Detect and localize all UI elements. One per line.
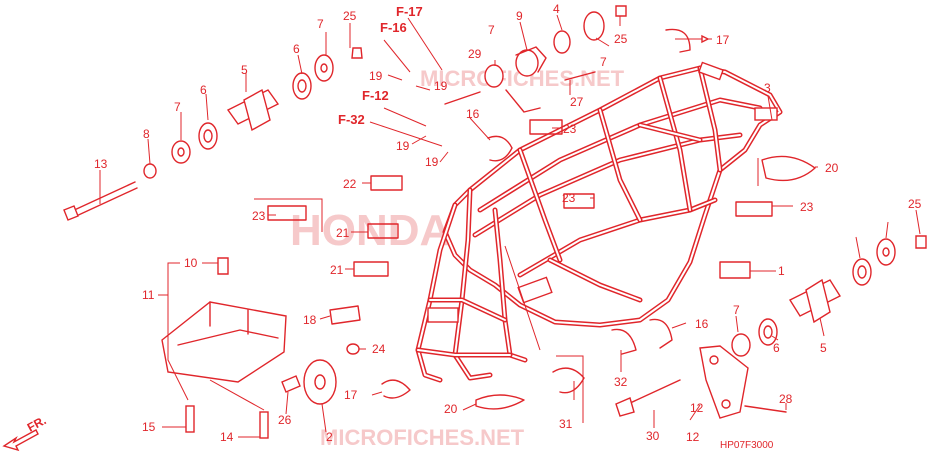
watermark-honda: HONDA	[290, 206, 451, 255]
callout-15: 15	[142, 420, 156, 434]
callout-6: 6	[293, 42, 300, 56]
callout-6b: 6	[200, 83, 207, 97]
right-bracket	[615, 345, 787, 419]
callout-27: 27	[570, 95, 584, 109]
callout-19: 19	[369, 69, 383, 83]
callout-12: 12	[690, 401, 704, 415]
ref-f32: F-32	[338, 112, 365, 127]
callout-16: 16	[466, 107, 480, 121]
callout-10: 10	[184, 256, 198, 270]
callout-4: 4	[553, 2, 560, 16]
callout-17: 17	[716, 33, 730, 47]
callout-25c: 25	[908, 197, 922, 211]
callout-18: 18	[303, 313, 317, 327]
callout-19c: 19	[396, 139, 410, 153]
callout-7: 7	[317, 17, 324, 31]
callout-28: 28	[779, 392, 793, 406]
callout-30: 30	[646, 429, 660, 443]
callout-21: 21	[336, 226, 350, 240]
callout-23c: 23	[562, 191, 576, 205]
callout-5: 5	[241, 63, 248, 77]
skid-plate	[161, 301, 287, 439]
callout-32: 32	[614, 375, 628, 389]
callout-19b: 19	[434, 79, 448, 93]
callout-26: 26	[278, 413, 292, 427]
callout-7c: 7	[488, 23, 495, 37]
callout-5b: 5	[820, 341, 827, 355]
callout-12b: 12	[686, 430, 700, 444]
callout-6c: 6	[773, 341, 780, 355]
callout-23d: 23	[800, 200, 814, 214]
callout-23: 23	[252, 209, 266, 223]
callout-2: 2	[326, 430, 333, 444]
callout-7b: 7	[174, 100, 181, 114]
ref-f16: F-16	[380, 20, 407, 35]
watermark-bottom: MICROFICHES.NET	[320, 425, 525, 450]
callout-3: 3	[764, 81, 771, 95]
callout-25: 25	[343, 9, 357, 23]
callout-25b: 25	[614, 32, 628, 46]
callout-19d: 19	[425, 155, 439, 169]
callout-22: 22	[343, 177, 357, 191]
callout-23b: 23	[563, 122, 577, 136]
callout-24: 24	[372, 342, 386, 356]
callout-29: 29	[468, 47, 482, 61]
callout-20b: 20	[444, 402, 458, 416]
frame-body	[415, 61, 783, 383]
callout-labels: 1 2 3 4 5 5 6 6 6 7 7 7 7 7 8 9 10 11 12…	[94, 2, 922, 444]
ref-f17: F-17	[396, 4, 423, 19]
callout-21b: 21	[330, 263, 344, 277]
ref-f12: F-12	[362, 88, 389, 103]
diagram-code: HP07F3000	[720, 440, 774, 451]
top-cluster	[444, 5, 627, 113]
callout-1: 1	[778, 264, 785, 278]
callout-7d: 7	[600, 55, 607, 69]
callout-16b: 16	[695, 317, 709, 331]
callout-8: 8	[143, 127, 150, 141]
front-label: FR.	[25, 413, 49, 434]
callout-20: 20	[825, 161, 839, 175]
callout-7e: 7	[733, 303, 740, 317]
left-engine-mount	[63, 47, 363, 221]
callout-17b: 17	[344, 388, 358, 402]
right-engine-mount	[731, 235, 927, 357]
callout-13: 13	[94, 157, 108, 171]
callout-31: 31	[559, 417, 573, 431]
front-arrow: FR.	[2, 413, 49, 452]
callout-9: 9	[516, 9, 523, 23]
callout-14: 14	[220, 430, 234, 444]
leader-lines	[99, 14, 921, 438]
callout-11: 11	[142, 288, 155, 302]
clamps	[217, 28, 816, 410]
